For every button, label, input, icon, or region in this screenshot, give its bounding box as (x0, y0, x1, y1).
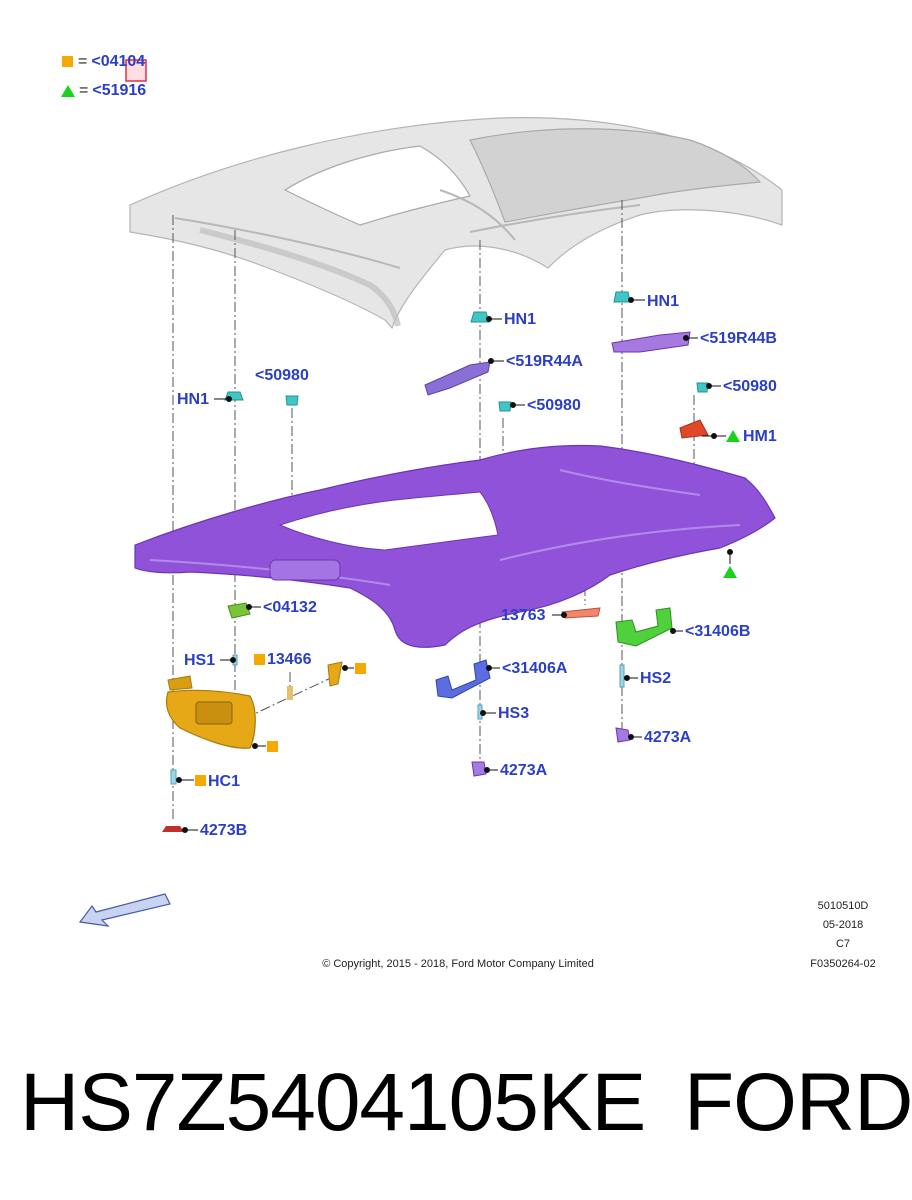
green-triangle-icon (61, 84, 75, 97)
legend-highlight (125, 59, 147, 82)
bracket-519r44b (611, 331, 691, 353)
legend-triangle-text: <51916 (92, 82, 147, 99)
callout-hs2: HS2 (640, 670, 672, 687)
legend-square: =<04104 (62, 53, 145, 71)
callout-519r44b: <519R44B (700, 330, 777, 347)
callout-4273b: 4273B (200, 822, 248, 839)
callout-50980-center: <50980 (527, 397, 581, 414)
info-line-4: F0350264-02 (810, 958, 876, 970)
callout-hn1-center: HN1 (504, 311, 537, 328)
grab-handle-green (615, 607, 673, 647)
symbol-markers (195, 430, 740, 786)
brand-name: FORD (684, 1057, 912, 1148)
headliner-console-recess (269, 559, 341, 581)
callout-hc1: HC1 (208, 773, 241, 790)
headliner-body (134, 444, 776, 648)
callout-hn1-right: HN1 (647, 293, 680, 310)
visor-clip-13466 (327, 661, 343, 687)
callout-hs3: HS3 (498, 705, 530, 722)
legend-eq: = (79, 82, 89, 99)
visor-hinge (167, 675, 193, 691)
grab-handle-blue (435, 659, 491, 699)
roof-frame (129, 117, 783, 330)
copyright: © Copyright, 2015 - 2018, Ford Motor Com… (322, 958, 594, 970)
legend-square-text: <04104 (91, 53, 146, 70)
visor-pin (287, 686, 293, 700)
part-number: HS7Z5404105KE (20, 1057, 646, 1148)
info-line-1: 5010510D (817, 900, 869, 912)
callout-13466: 13466 (267, 651, 312, 668)
callout-519r44a: <519R44A (506, 353, 583, 370)
green-clip-04132 (227, 602, 251, 619)
legend-triangle: =<51916 (61, 82, 146, 100)
callout-04132: <04132 (263, 599, 317, 616)
roof-rear-panel (469, 128, 762, 223)
callout-4273a-right: 4273A (644, 729, 692, 746)
cap-4273a-right (615, 727, 631, 743)
callout-hm1: HM1 (743, 428, 777, 445)
red-cap-4273b (162, 826, 184, 832)
callout-31406b: <31406B (685, 623, 751, 640)
teal-clips (224, 291, 709, 412)
diagram-illustration (78, 59, 783, 927)
roof-crossbar (174, 189, 641, 269)
callout-4273a-left: 4273A (500, 762, 548, 779)
leaders (176, 297, 733, 833)
callout-13763: 13763 (501, 607, 546, 624)
red-strip-13763 (561, 607, 601, 619)
callout-hs1: HS1 (184, 652, 216, 669)
red-bracket-hm1 (679, 419, 709, 439)
headliner-sunroof-opening (278, 491, 499, 551)
roof-side-rail (199, 227, 401, 327)
cap-4273a-left (471, 761, 487, 777)
bracket-519r44a (424, 361, 491, 396)
info-line-2: 05-2018 (822, 919, 864, 931)
sun-visor (165, 661, 343, 749)
orange-square-icon (62, 56, 73, 68)
headliner (134, 444, 776, 648)
visor-mirror (195, 701, 233, 725)
info-line-3: C7 (835, 938, 851, 950)
roof-sunroof-opening (283, 145, 471, 226)
legend-eq: = (78, 53, 88, 70)
direction-arrow-icon (78, 893, 171, 927)
callout-hn1-left: HN1 (177, 391, 210, 408)
callout-50980-left: <50980 (255, 367, 309, 384)
callout-50980-right: <50980 (723, 378, 777, 395)
callout-31406a: <31406A (502, 660, 568, 677)
